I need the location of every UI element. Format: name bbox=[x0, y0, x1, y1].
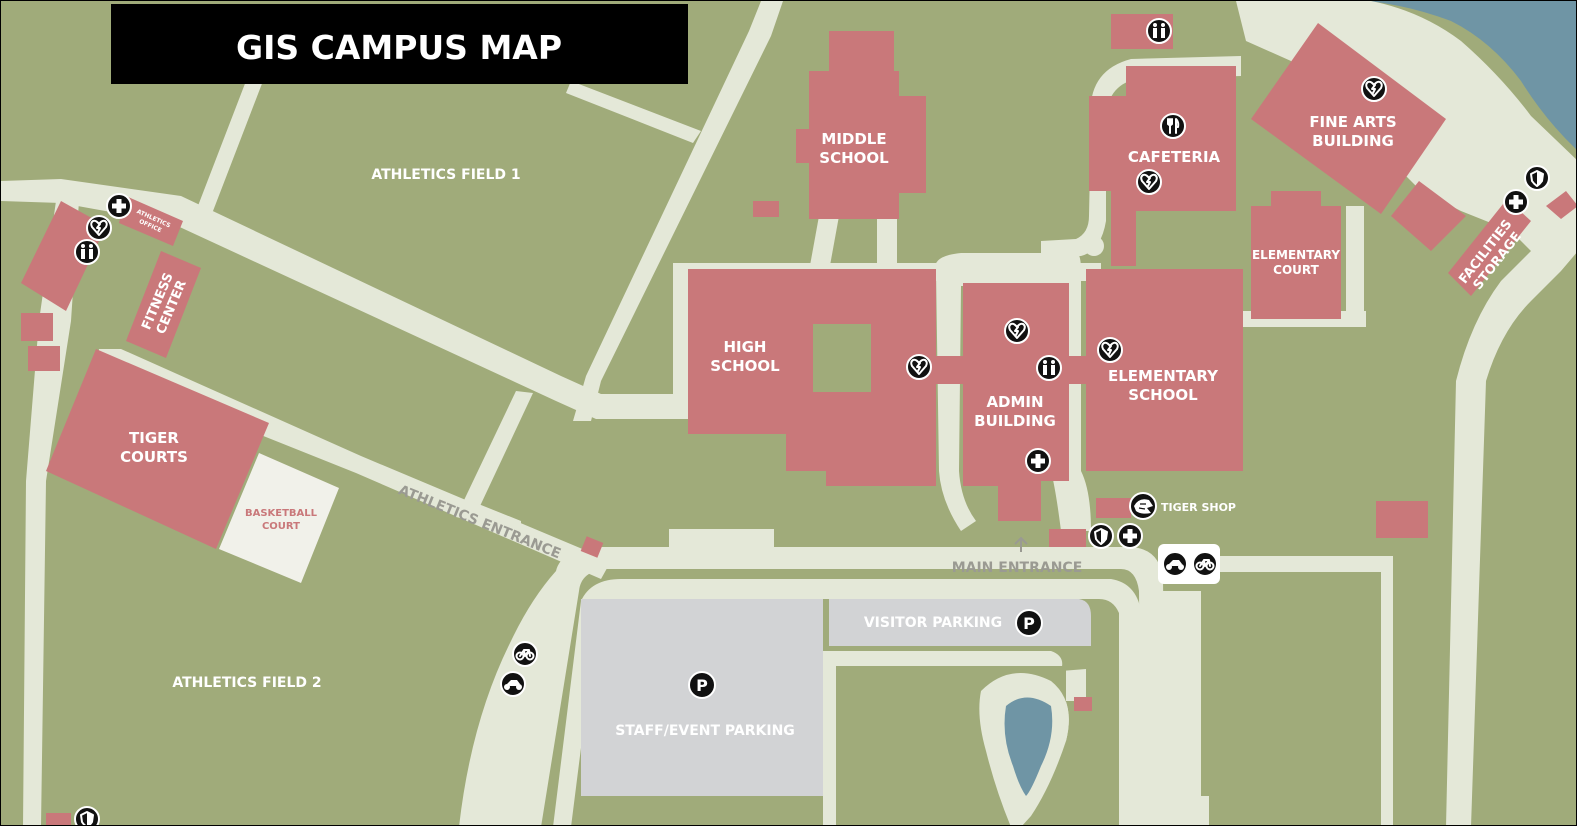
heart-defibrillator-icon[interactable] bbox=[906, 354, 932, 380]
label-middle-school[interactable]: MIDDLE bbox=[821, 130, 886, 148]
tiger-logo-icon[interactable] bbox=[1129, 492, 1157, 520]
heart-defibrillator-icon[interactable] bbox=[1004, 318, 1030, 344]
heart-defibrillator-icon[interactable] bbox=[1136, 169, 1162, 195]
motorcycle-icon[interactable] bbox=[1162, 551, 1188, 577]
first-aid-cross-icon[interactable] bbox=[106, 193, 132, 219]
elementary-court-building bbox=[1251, 191, 1341, 319]
tiger-courts-building bbox=[46, 349, 269, 549]
first-aid-cross-icon[interactable] bbox=[1503, 189, 1529, 215]
first-aid-cross-icon[interactable] bbox=[1025, 448, 1051, 474]
security-shield-icon[interactable] bbox=[1524, 165, 1550, 191]
label-athletics-field-2: ATHLETICS FIELD 2 bbox=[172, 675, 321, 691]
heart-defibrillator-icon[interactable] bbox=[1361, 76, 1387, 102]
basketball-court-area bbox=[219, 453, 339, 583]
label-high-school-2[interactable]: SCHOOL bbox=[710, 357, 780, 375]
security-shield-icon[interactable] bbox=[1088, 523, 1114, 549]
first-aid-cross-icon[interactable] bbox=[1117, 523, 1143, 549]
label-admin-building-2[interactable]: BUILDING bbox=[974, 412, 1056, 430]
pond bbox=[1004, 697, 1053, 796]
bicycle-icon[interactable] bbox=[1192, 551, 1218, 577]
security-shield-icon[interactable] bbox=[74, 806, 100, 826]
map-title: GIS CAMPUS MAP bbox=[236, 28, 562, 67]
label-high-school[interactable]: HIGH bbox=[723, 338, 766, 356]
label-tiger-courts[interactable]: TIGER bbox=[129, 429, 179, 447]
high-school-building bbox=[688, 269, 936, 486]
label-elementary-court-2[interactable]: COURT bbox=[1273, 263, 1319, 277]
facilities-storage-building bbox=[1448, 199, 1531, 296]
fine-arts-building bbox=[1251, 23, 1446, 214]
buildings bbox=[21, 14, 1576, 825]
label-athletics-field-1: ATHLETICS FIELD 1 bbox=[371, 167, 520, 183]
high-school-courtyard bbox=[813, 324, 871, 392]
label-staff-event-parking[interactable]: STAFF/EVENT PARKING bbox=[615, 723, 795, 739]
label-elementary-school-2[interactable]: SCHOOL bbox=[1128, 386, 1198, 404]
restroom-icon[interactable] bbox=[1146, 18, 1172, 44]
elementary-school-building bbox=[1086, 269, 1243, 471]
label-cafeteria[interactable]: CAFETERIA bbox=[1128, 148, 1221, 166]
label-visitor-parking[interactable]: VISITOR PARKING bbox=[864, 615, 1002, 631]
restroom-icon[interactable] bbox=[1036, 355, 1062, 381]
fitness-center-building bbox=[126, 251, 201, 358]
parking-icon[interactable]: P bbox=[688, 671, 716, 699]
title-banner bbox=[111, 4, 688, 84]
heart-defibrillator-icon[interactable] bbox=[1097, 337, 1123, 363]
label-admin-building[interactable]: ADMIN bbox=[986, 393, 1043, 411]
svg-text:P: P bbox=[1023, 614, 1035, 633]
svg-text:P: P bbox=[696, 676, 708, 695]
label-main-entrance: MAIN ENTRANCE bbox=[952, 560, 1083, 576]
heart-defibrillator-icon[interactable] bbox=[86, 215, 112, 241]
label-tiger-courts-2[interactable]: COURTS bbox=[120, 448, 188, 466]
up-arrow-icon bbox=[1014, 536, 1028, 552]
motorcycle-icon[interactable] bbox=[500, 671, 526, 697]
athletics-office-building bbox=[119, 196, 183, 246]
label-basketball-court-2[interactable]: COURT bbox=[262, 521, 300, 532]
middle-school-building-main bbox=[796, 71, 926, 219]
cafeteria-building bbox=[1089, 66, 1236, 266]
label-fine-arts-2[interactable]: BUILDING bbox=[1312, 132, 1394, 150]
fork-knife-icon[interactable] bbox=[1160, 113, 1186, 139]
athletics-building bbox=[21, 201, 106, 311]
label-elementary-school[interactable]: ELEMENTARY bbox=[1108, 367, 1219, 385]
label-fine-arts[interactable]: FINE ARTS bbox=[1309, 113, 1396, 131]
label-tiger-shop[interactable]: TIGER SHOP bbox=[1161, 501, 1236, 514]
label-basketball-court[interactable]: BASKETBALL bbox=[245, 508, 318, 519]
middle-school-building bbox=[829, 31, 894, 71]
label-elementary-court[interactable]: ELEMENTARY bbox=[1252, 248, 1340, 262]
parking-icon[interactable]: P bbox=[1015, 609, 1043, 637]
label-middle-school-2[interactable]: SCHOOL bbox=[819, 149, 889, 167]
restroom-icon[interactable] bbox=[74, 239, 100, 265]
lake bbox=[1369, 1, 1576, 150]
bicycle-icon[interactable] bbox=[512, 641, 538, 667]
